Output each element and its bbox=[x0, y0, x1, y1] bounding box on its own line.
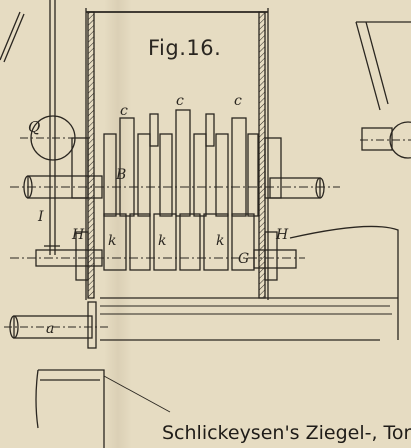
label-q: Q bbox=[28, 118, 41, 136]
label-i: I bbox=[38, 209, 44, 225]
trough bbox=[35, 369, 171, 448]
label-a: a bbox=[46, 321, 55, 337]
label-c-1: c bbox=[120, 103, 128, 119]
bottom-shaft bbox=[4, 301, 110, 349]
label-h-right: H bbox=[276, 227, 289, 243]
upper-blades bbox=[103, 109, 259, 217]
lower-blades bbox=[103, 213, 255, 271]
rod-i bbox=[44, 0, 60, 255]
lower-shaft bbox=[10, 249, 305, 269]
label-k-1: k bbox=[108, 233, 117, 249]
upper-shaft bbox=[10, 175, 340, 199]
right-partial-hopper bbox=[355, 21, 411, 159]
label-c-2: c bbox=[176, 93, 184, 109]
label-g: G bbox=[238, 251, 250, 267]
label-k-3: k bbox=[216, 233, 225, 249]
figure-title: Fig.16. bbox=[148, 36, 222, 60]
discharge-pipe bbox=[100, 225, 399, 341]
label-c-3: c bbox=[234, 93, 242, 109]
label-b: B bbox=[116, 167, 127, 183]
label-h-left: H bbox=[72, 227, 85, 243]
label-k-2: k bbox=[158, 233, 167, 249]
figure-caption: Schlickeysen's Ziegel-, Tor bbox=[162, 422, 411, 444]
page-fold-shadow bbox=[104, 0, 132, 448]
left-partial-frame bbox=[0, 11, 25, 63]
